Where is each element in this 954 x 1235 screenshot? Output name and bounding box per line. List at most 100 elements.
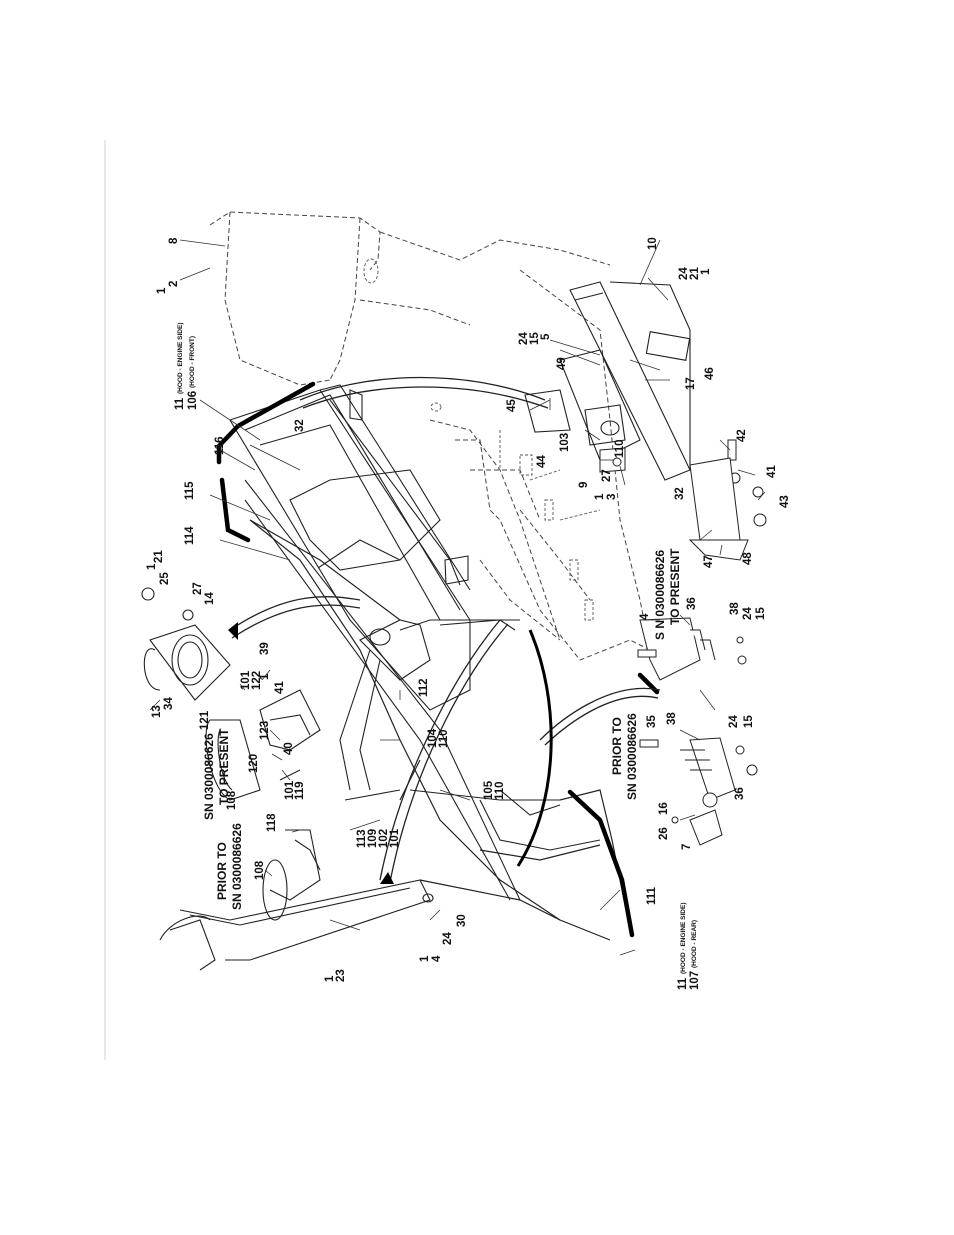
callout: 7 bbox=[681, 844, 693, 850]
callout: 1 bbox=[324, 975, 336, 982]
callout: 38 bbox=[729, 602, 741, 615]
seal-front-top bbox=[216, 381, 316, 465]
callout: 110 bbox=[438, 729, 450, 748]
callout: 24 bbox=[442, 932, 454, 945]
curved-strips bbox=[229, 376, 661, 883]
callout: 4 bbox=[639, 613, 651, 620]
callout: 32 bbox=[294, 419, 306, 432]
callout: 15 bbox=[743, 715, 755, 728]
callout: 11 bbox=[677, 977, 689, 990]
callout: 1 bbox=[259, 673, 271, 680]
callout: 108 bbox=[226, 790, 238, 810]
callout: 8 bbox=[168, 237, 180, 244]
serial-note: SN 0300086626 bbox=[230, 823, 244, 910]
upper-left-parts bbox=[141, 587, 434, 971]
callout: 27 bbox=[601, 469, 613, 482]
callout: 48 bbox=[742, 552, 754, 565]
callout: 41 bbox=[274, 681, 286, 694]
callout: 104 bbox=[427, 728, 439, 748]
callout: 34 bbox=[163, 697, 175, 710]
callout: 42 bbox=[736, 429, 748, 442]
callout: 15 bbox=[755, 607, 767, 620]
callout: 24 bbox=[742, 607, 754, 620]
callout: 112 bbox=[418, 678, 430, 697]
callout: 121 bbox=[199, 710, 211, 730]
callout: 105 bbox=[483, 780, 495, 800]
callout: 1 bbox=[146, 563, 158, 570]
callout: 47 bbox=[703, 555, 715, 568]
arrow-head-1 bbox=[228, 622, 238, 640]
callout: 118 bbox=[266, 813, 278, 832]
callout: 101 bbox=[389, 828, 401, 848]
callout: 103 bbox=[559, 433, 571, 452]
arrow-head-2 bbox=[380, 872, 394, 884]
callout: 21 bbox=[153, 550, 165, 563]
callout: 24 bbox=[728, 715, 740, 728]
hardware-small bbox=[599, 439, 767, 846]
callout: 43 bbox=[779, 495, 791, 508]
callout: 27 bbox=[192, 582, 204, 595]
callout: 123 bbox=[259, 721, 271, 740]
serial-note: PRIOR TO bbox=[215, 842, 229, 900]
callout: 115 bbox=[184, 481, 196, 500]
callout: 120 bbox=[248, 754, 260, 773]
callout: 108 bbox=[254, 860, 266, 880]
callout: 46 bbox=[704, 367, 716, 380]
serial-note: S N 0300086626 bbox=[653, 550, 667, 640]
callout: 119 bbox=[294, 781, 306, 800]
callout: 39 bbox=[259, 642, 271, 655]
qualifier: (HOOD - ENGINE SIDE) bbox=[177, 322, 184, 394]
serial-note: SN 0300086626 bbox=[625, 713, 639, 800]
serial-note: TO PRESENT bbox=[217, 728, 231, 805]
callout: 110 bbox=[494, 781, 506, 800]
callout: 38 bbox=[666, 712, 678, 725]
callout: 1 bbox=[594, 493, 606, 500]
callout: 111 bbox=[646, 886, 658, 905]
callout: 101 bbox=[284, 780, 296, 800]
callout: 23 bbox=[335, 969, 347, 982]
callout: 30 bbox=[456, 914, 468, 927]
seals-thick bbox=[216, 381, 660, 938]
callout: 45 bbox=[506, 399, 518, 412]
callout: 106 bbox=[187, 391, 199, 410]
callout: 15 bbox=[529, 332, 541, 345]
callout: 13 bbox=[151, 705, 163, 718]
callout: 44 bbox=[536, 455, 548, 468]
callout: 1 bbox=[700, 268, 712, 275]
callout: 49 bbox=[556, 357, 568, 370]
callout: 9 bbox=[578, 482, 590, 488]
callout: 4 bbox=[431, 955, 443, 962]
callout: 36 bbox=[686, 597, 698, 610]
chassis-frame-dashed bbox=[209, 211, 651, 661]
callout: 116 bbox=[214, 436, 226, 455]
radiator-assembly bbox=[524, 281, 691, 481]
strip-111 bbox=[516, 629, 553, 867]
callout: 17 bbox=[685, 377, 697, 390]
callout: 11 bbox=[174, 397, 186, 410]
callout: 21 bbox=[689, 267, 701, 280]
scan-edge bbox=[104, 140, 106, 1060]
callout: 24 bbox=[518, 332, 530, 345]
seal-front-mid bbox=[219, 477, 251, 543]
callout: 122 bbox=[251, 671, 263, 690]
callout: 110 bbox=[614, 439, 626, 458]
serial-note: SN 0300086626 bbox=[202, 733, 216, 820]
callout-labels: 1 2 8 10 24 21 1 24 15 5 49 46 17 11 (HO… bbox=[146, 237, 791, 990]
serial-note: TO PRESENT bbox=[668, 548, 682, 625]
callout: 24 bbox=[678, 267, 690, 280]
serial-note: PRIOR TO bbox=[610, 717, 624, 775]
qualifier: (HOOD - ENGINE SIDE) bbox=[680, 902, 687, 974]
qualifier: (HOOD - REAR) bbox=[691, 920, 698, 968]
callout: 41 bbox=[766, 465, 778, 478]
callout: 114 bbox=[184, 526, 196, 545]
callout: 2 bbox=[168, 281, 180, 287]
callout: 101 bbox=[240, 670, 252, 690]
callout: 10 bbox=[647, 237, 659, 250]
chassis-detail-dashed bbox=[363, 258, 601, 621]
seal-rear-right bbox=[567, 789, 635, 938]
leader-lines bbox=[149, 239, 766, 956]
callout: 16 bbox=[658, 802, 670, 815]
callout: 25 bbox=[159, 572, 171, 585]
